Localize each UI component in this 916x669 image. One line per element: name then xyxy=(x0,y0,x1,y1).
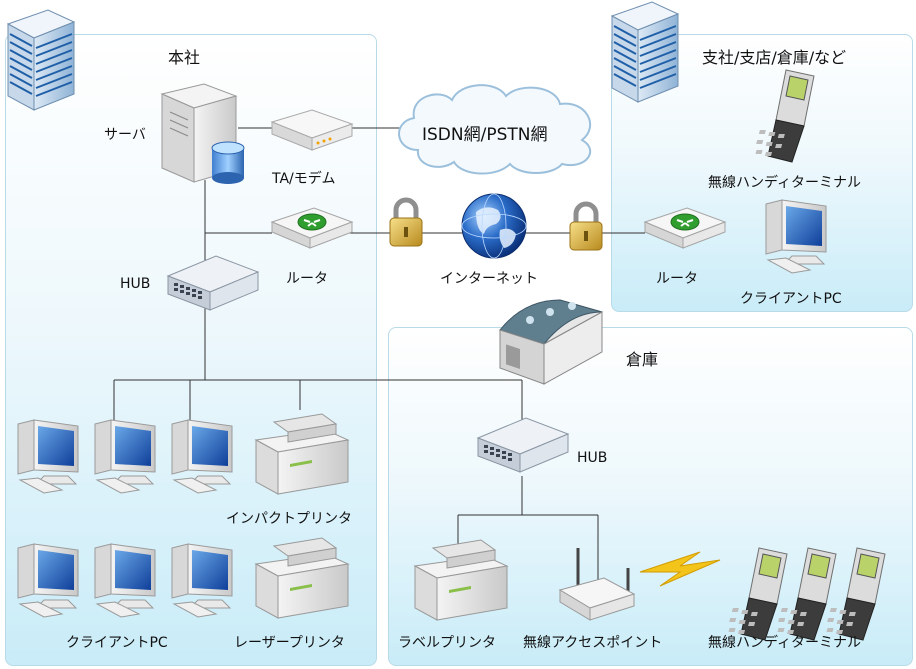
impact-printer-label: インパクトプリンタ xyxy=(226,511,352,527)
branch-title: 支社/支店/倉庫/など xyxy=(702,48,847,67)
hq-pc-icon xyxy=(17,543,79,618)
hq-pc-icon xyxy=(171,543,233,618)
branch-handy-terminal-icon xyxy=(754,69,815,163)
warehouse-hub-icon xyxy=(477,417,569,473)
warehouse-hub-label: HUB xyxy=(577,450,608,466)
access-point-label: 無線アクセスポイント xyxy=(523,635,663,651)
hq-title: 本社 xyxy=(168,48,201,67)
hq-router-label: ルータ xyxy=(286,271,328,287)
internet-label: インターネット xyxy=(440,271,538,287)
server-label: サーバ xyxy=(104,127,146,143)
warehouse-handy-terminal-icon xyxy=(825,547,886,641)
warehouse-handy-terminal-icon xyxy=(727,547,788,641)
branch-router-icon xyxy=(644,207,726,249)
globe-icon xyxy=(461,193,527,259)
branch-building-icon xyxy=(611,1,679,103)
branch-client-pc-icon xyxy=(765,199,827,274)
label-printer-icon xyxy=(414,539,508,621)
hq-router-icon xyxy=(271,207,353,249)
branch-router-label: ルータ xyxy=(656,271,698,287)
laser-printer-icon xyxy=(255,537,349,619)
modem-icon xyxy=(270,109,354,151)
laser-printer-label: レーザープリンタ xyxy=(234,635,345,651)
hq-lock-icon xyxy=(390,200,422,246)
hq-client-pc-label: クライアントPC xyxy=(66,635,168,651)
cloud-label: ISDN網/PSTN網 xyxy=(422,125,548,145)
branch-lock-icon xyxy=(570,204,602,250)
hq-building-icon xyxy=(7,9,75,111)
database-icon xyxy=(211,141,245,184)
modem-label: TA/モデム xyxy=(272,171,336,187)
label-printer-label: ラベルプリンタ xyxy=(398,635,496,651)
wireless-signal-icon xyxy=(639,551,721,587)
access-point-icon xyxy=(558,548,636,621)
warehouse-handy-terminal-icon xyxy=(776,547,837,641)
hq-hub-label: HUB xyxy=(120,276,151,292)
cloud-icon xyxy=(398,84,592,175)
warehouse-handy-terminal-label: 無線ハンディターミナル xyxy=(708,635,862,651)
hq-pc-icon xyxy=(94,419,156,494)
branch-client-pc-label: クライアントPC xyxy=(740,291,842,307)
warehouse-building-icon xyxy=(498,299,604,385)
hq-pc-icon xyxy=(17,419,79,494)
impact-printer-icon xyxy=(255,413,349,495)
branch-handy-terminal-label: 無線ハンディターミナル xyxy=(708,175,862,191)
hq-pc-icon xyxy=(171,419,233,494)
hq-hub-icon xyxy=(167,255,259,311)
hq-pc-icon xyxy=(94,543,156,618)
warehouse-title: 倉庫 xyxy=(626,350,659,369)
